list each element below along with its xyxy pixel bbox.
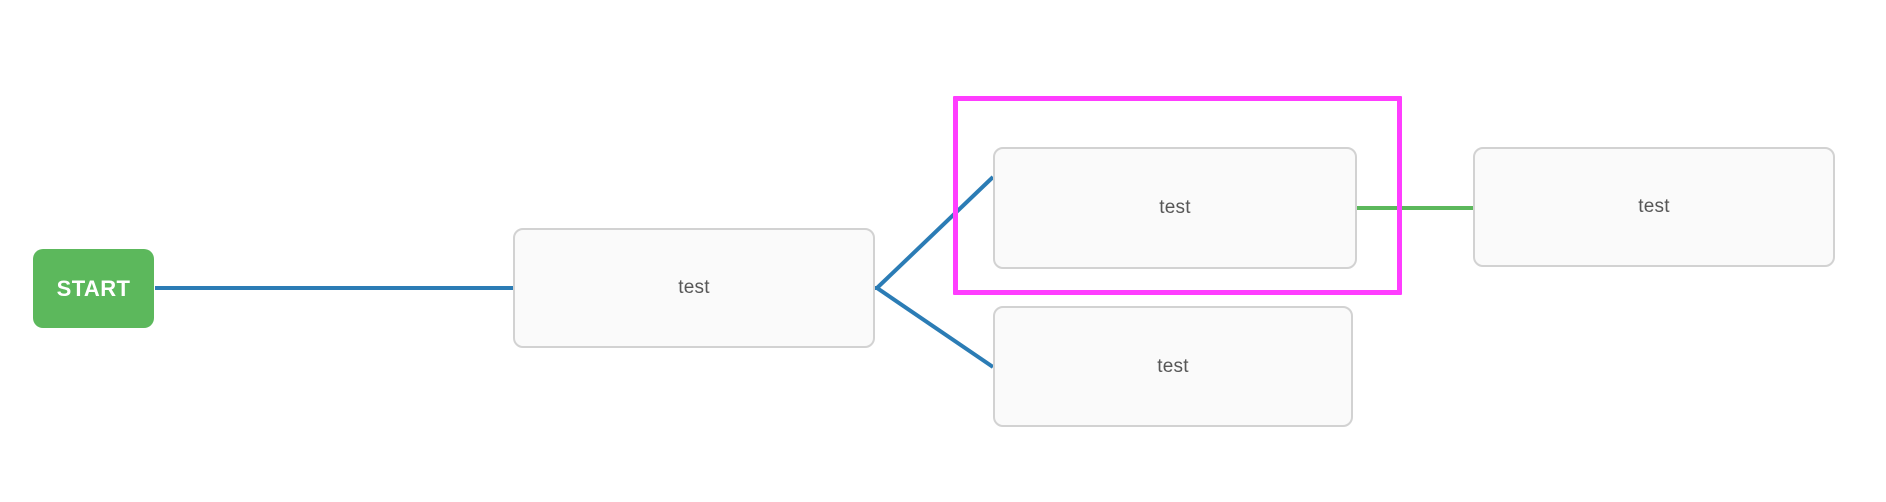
node-task-4-label: test [1638,196,1670,217]
node-task-2[interactable]: test [993,147,1357,269]
node-task-3-label: test [1157,355,1189,377]
edge-task1-to-task3 [875,286,995,369]
node-task-3[interactable]: test [993,306,1353,427]
node-task-1-label: test [678,277,710,298]
node-task-1[interactable]: test [513,228,875,348]
node-start-label: START [56,275,131,301]
node-start[interactable]: START [33,249,154,328]
selection-rectangle[interactable] [953,96,1402,295]
node-task-4[interactable]: test [1473,147,1835,267]
